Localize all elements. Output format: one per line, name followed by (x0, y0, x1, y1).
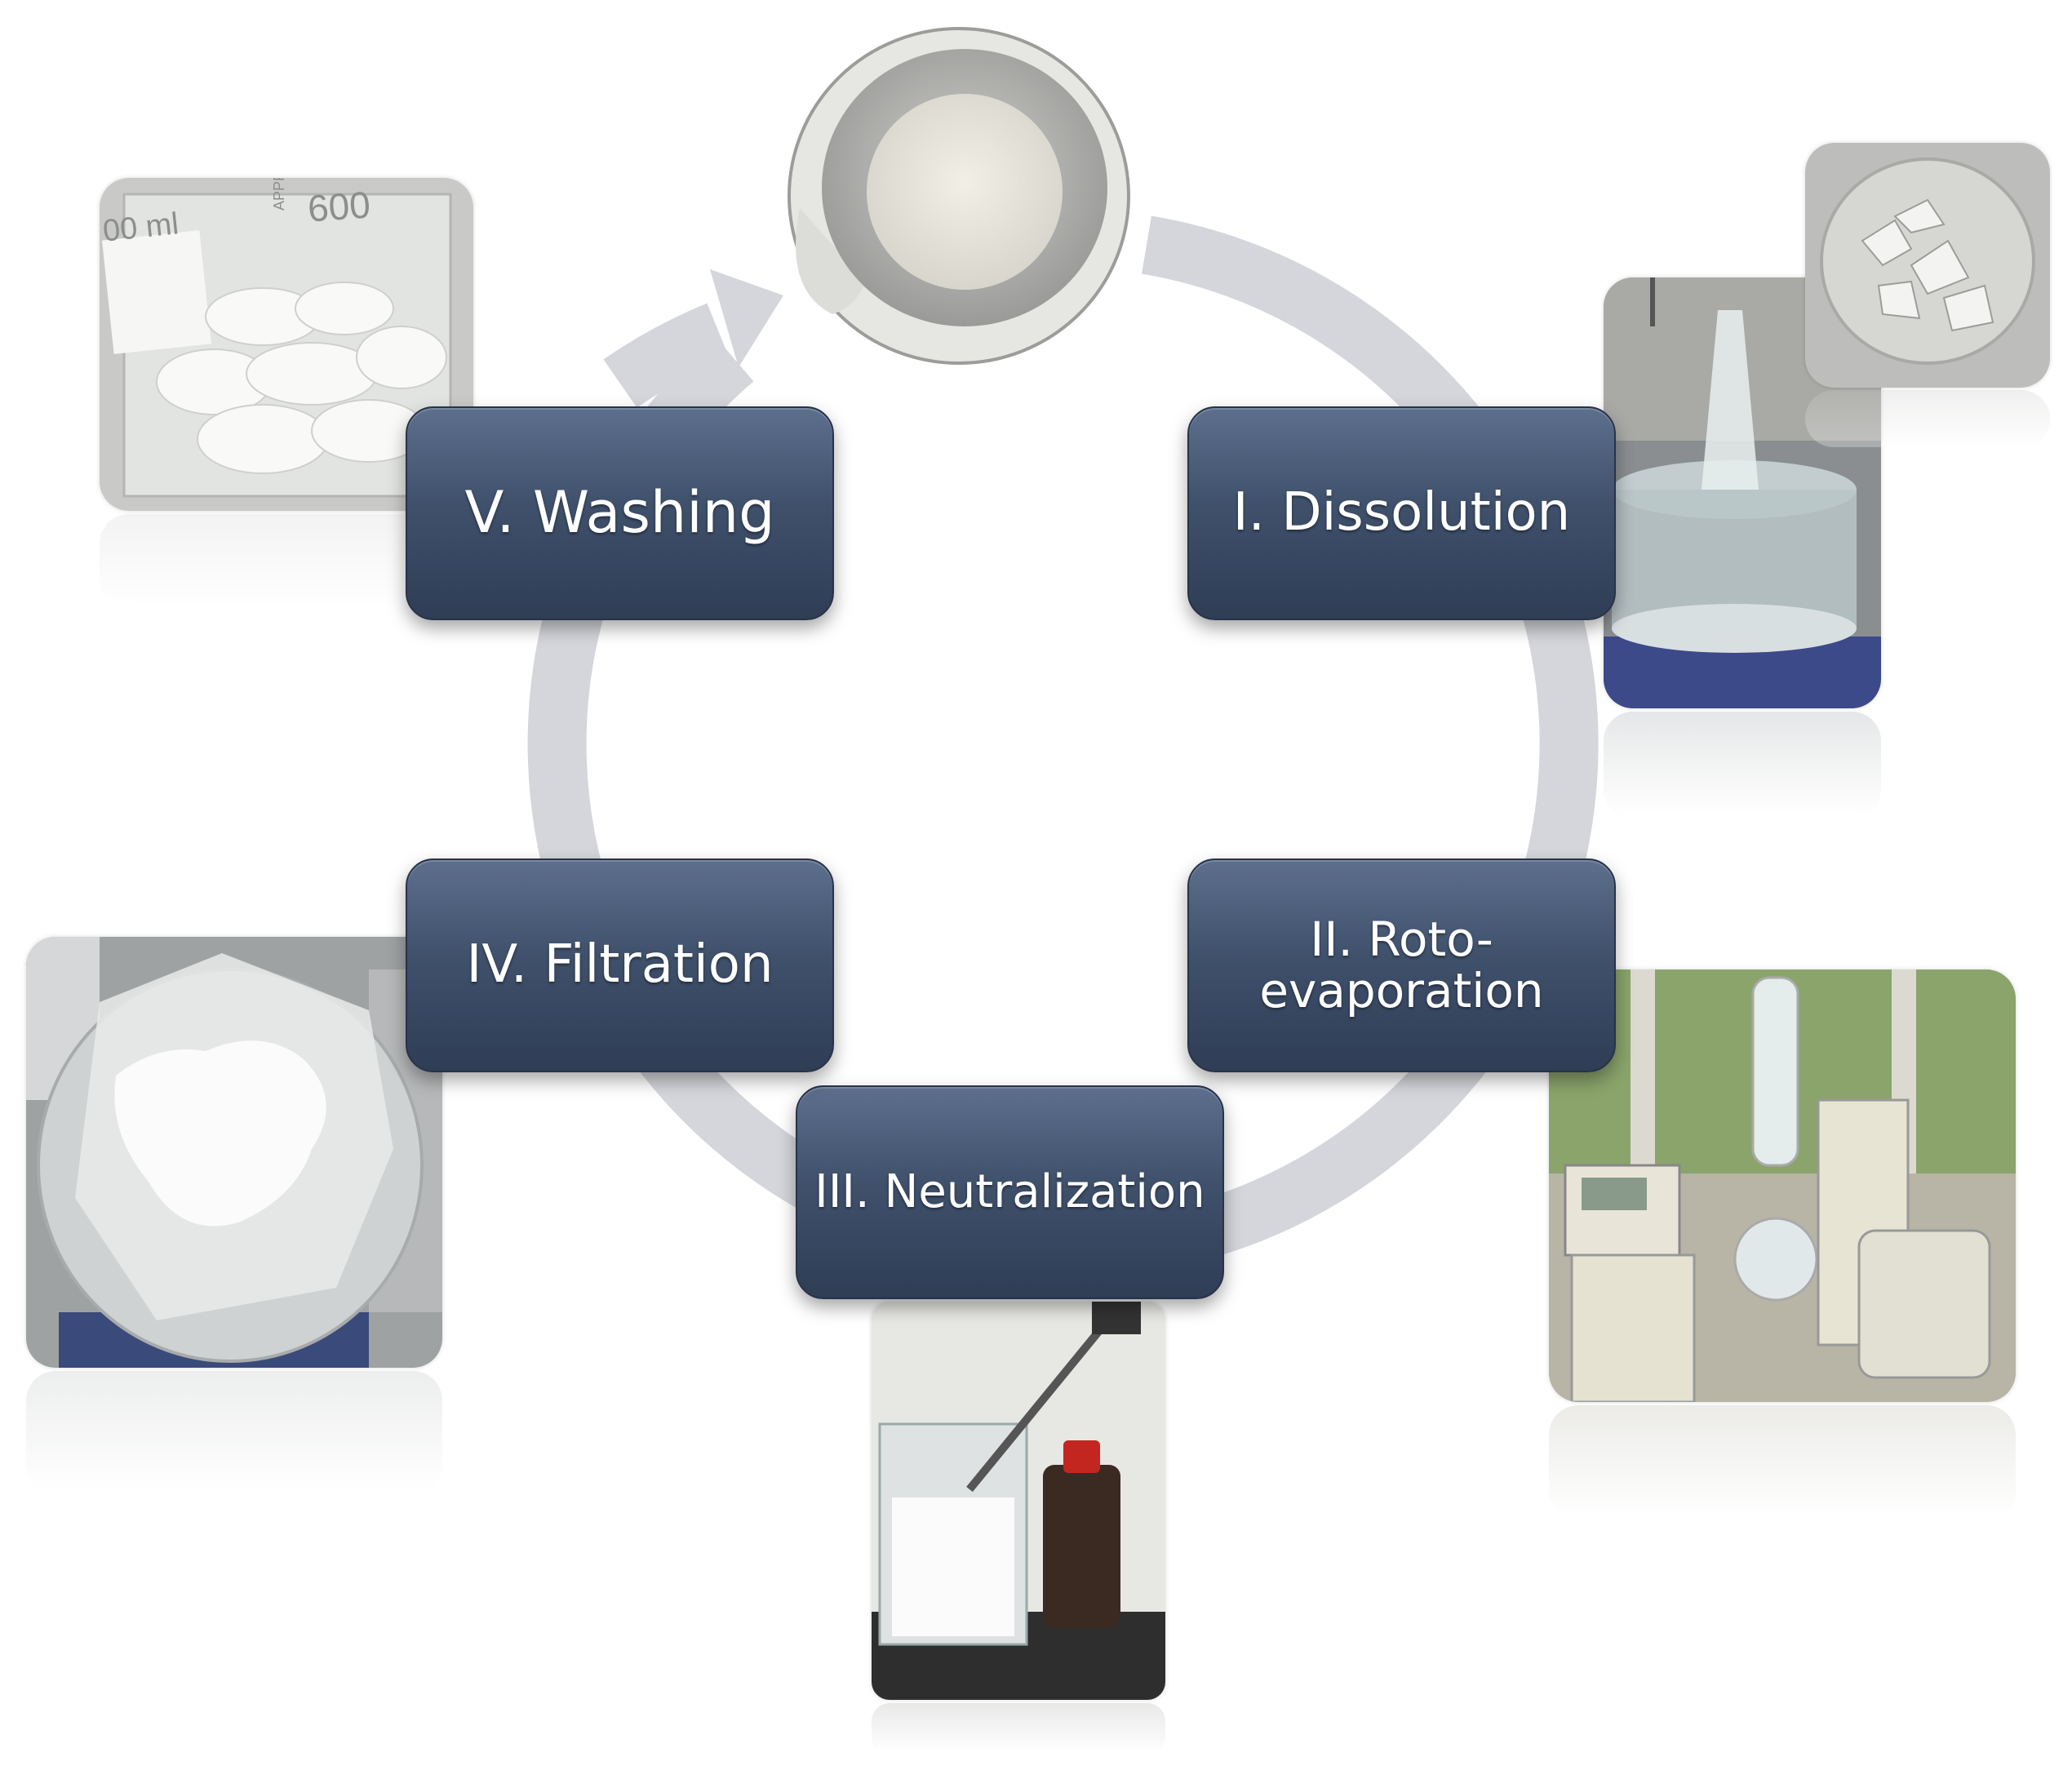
mortar-bowl-photo (783, 20, 1134, 371)
beaker-vertical-label: APPROX VOL (271, 178, 288, 211)
beaker-volume-label: 600 (306, 183, 372, 230)
neutralization-photo (872, 1302, 1165, 1700)
step-box-washing: V. Washing (406, 406, 834, 620)
filtration-photo-reflection (26, 1371, 442, 1493)
washing-photo: 600 00 ml APPROX VOL (100, 178, 473, 511)
step-box-dissolution: I. Dissolution (1187, 406, 1616, 620)
filtration-photo (26, 937, 442, 1368)
step-label-neutralization: III. Neutralization (814, 1165, 1205, 1218)
step-label-washing: V. Washing (464, 479, 775, 547)
step-box-rotoevaporation: II. Roto- evaporation (1187, 859, 1616, 1072)
step-box-neutralization: III. Neutralization (796, 1085, 1224, 1299)
mortar-bowl-icon (788, 27, 1130, 365)
dissolution-flakes-reflection (1805, 390, 2050, 447)
dissolution-photo-reflection (1604, 712, 1881, 818)
step-label-dissolution: I. Dissolution (1232, 482, 1571, 543)
step-box-filtration: IV. Filtration (406, 859, 834, 1072)
neutralization-photo-reflection (872, 1703, 1165, 1754)
rotoevaporation-photo (1549, 969, 2016, 1402)
dissolution-flakes-photo (1805, 143, 2050, 388)
step-label-rotoevaporation: II. Roto- evaporation (1259, 912, 1544, 1018)
rotoevaporation-photo-reflection (1549, 1405, 2016, 1520)
step-label-filtration: IV. Filtration (466, 934, 774, 996)
